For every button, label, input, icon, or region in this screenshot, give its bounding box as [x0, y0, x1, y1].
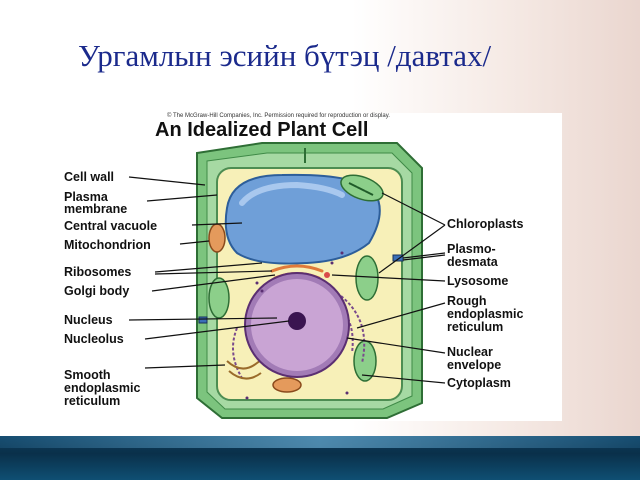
label-nucleolus: Nucleolus	[64, 332, 124, 346]
footer-shine	[0, 436, 640, 448]
label-plasmodesmata-line2: desmata	[447, 255, 498, 269]
slide-title: Ургамлын эсийн бүтэц /давтах/	[78, 38, 492, 73]
label-central-vacuole: Central vacuole	[64, 219, 158, 233]
plant-cell-diagram	[128, 142, 446, 419]
label-lysosome: Lysosome	[447, 274, 509, 288]
mitochondrion	[208, 223, 226, 253]
label-smooth-er-line3: reticulum	[64, 394, 121, 408]
ribosomes	[245, 251, 349, 400]
label-plasma-membrane-line2: membrane	[64, 202, 128, 216]
plasmodesmata-left	[198, 316, 208, 324]
vacuole-highlight	[239, 181, 345, 206]
label-smooth-er-line2: endoplasmic	[64, 381, 141, 395]
label-chloroplasts: Chloroplasts	[447, 217, 524, 231]
mitochondrion-bottom	[272, 377, 302, 393]
label-plasmodesmata-line1: Plasmo-	[447, 242, 496, 256]
leader-lines-right	[331, 192, 446, 384]
figure-title: An Idealized Plant Cell	[155, 119, 369, 141]
label-cytoplasm: Cytoplasm	[447, 376, 511, 390]
label-nuclear-envelope-line1: Nuclear	[447, 345, 493, 359]
label-rough-er-line2: endoplasmic	[447, 307, 524, 321]
label-smooth-er-line1: Smooth	[64, 368, 111, 382]
label-mitochondrion: Mitochondrion	[64, 238, 151, 252]
slide-footer-bar	[0, 436, 640, 480]
label-rough-er-line3: reticulum	[447, 320, 504, 334]
chloroplast-left	[208, 277, 230, 319]
label-cell-wall: Cell wall	[64, 170, 115, 184]
label-plasma-membrane-line1: Plasma	[64, 190, 108, 204]
label-nuclear-envelope-line2: envelope	[447, 358, 502, 372]
chloroplast-grana	[348, 182, 374, 196]
plant-cell-figure: © The McGraw-Hill Companies, Inc. Permis…	[57, 113, 562, 421]
label-golgi-body: Golgi body	[64, 284, 130, 298]
label-rough-er-line1: Rough	[447, 294, 487, 308]
nucleolus	[288, 312, 306, 330]
lysosome	[324, 272, 330, 278]
label-nucleus: Nucleus	[64, 313, 113, 327]
figure-credit: © The McGraw-Hill Companies, Inc. Permis…	[167, 113, 390, 119]
chloroplast-right	[355, 255, 379, 301]
label-ribosomes: Ribosomes	[64, 265, 132, 279]
leader-lines-left	[128, 176, 290, 369]
